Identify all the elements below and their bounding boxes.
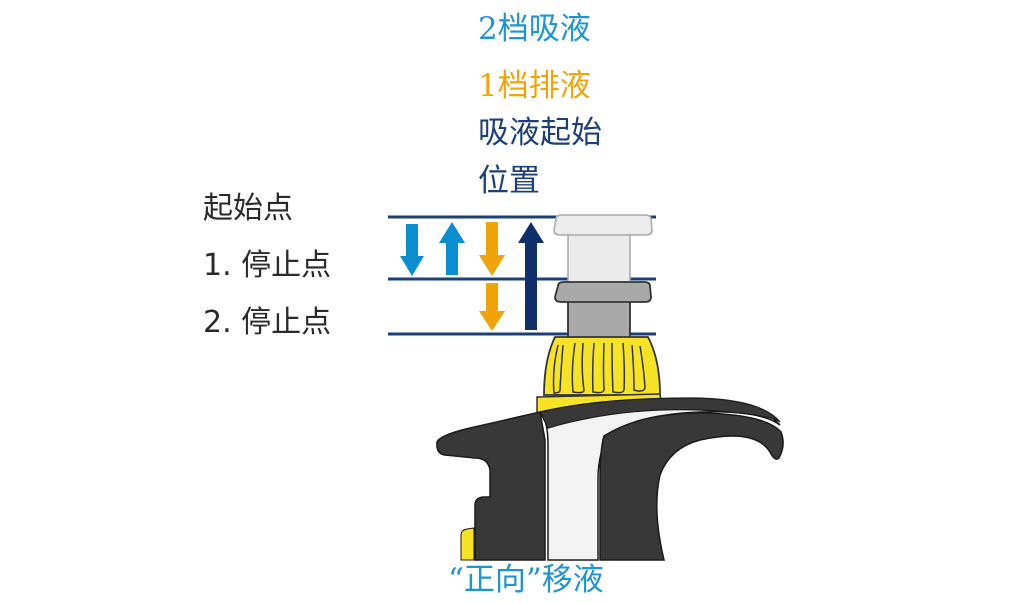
forward-pipetting-title: “正向”移液: [448, 562, 604, 598]
arrow-up-light-blue-icon: [439, 222, 465, 275]
pipette-body: [436, 397, 784, 561]
plunger-ghost: [553, 214, 653, 287]
arrow-down-light-blue-icon: [400, 224, 424, 276]
arrow-up-navy-icon: [518, 222, 544, 330]
aspirate-start-label: 吸液起始: [478, 115, 602, 151]
dispense-stop1-label: 1档排液: [478, 68, 591, 104]
position-label: 位置: [478, 163, 540, 199]
aspirate-stop2-label: 2档吸液: [478, 11, 591, 47]
stop-point-1-label: 1. 停止点: [203, 248, 332, 283]
plunger-button: [554, 281, 652, 339]
start-point-label: 起始点: [203, 191, 293, 226]
stop-point-2-label: 2. 停止点: [203, 305, 332, 340]
arrow-down-orange-icon: [479, 222, 505, 331]
